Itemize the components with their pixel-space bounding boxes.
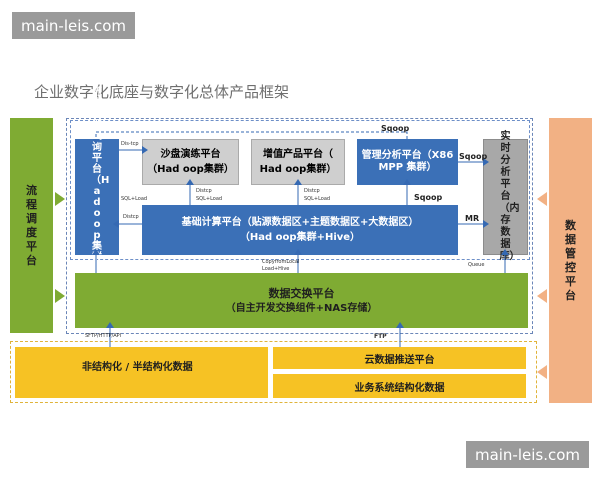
data-exchange-platform: 数据交换平台 （自主开发交换组件+NAS存储） (75, 273, 528, 328)
label-sftp: SFTP/HTTP/API (85, 333, 122, 339)
data-exchange-label: 数据交换平台 (268, 286, 335, 300)
label-load-hive: Load+Hive (262, 266, 290, 272)
business-structured-label: 业务系统结构化数据 (354, 382, 445, 394)
sandbox-label: 沙盘演练平台（Had oop集群） (147, 149, 234, 175)
unstructured-label: 非结构化 / 半结构化数据 (82, 362, 193, 373)
label-distcp-hist-top: Dis-tcp (121, 141, 139, 147)
right-panel-data-governance: 数据管控平台 (549, 118, 592, 403)
label-distcp-1: Distcp (196, 188, 212, 194)
label-ftp: FTP (374, 333, 387, 340)
value-add-platform: 增值产品平台（ Had oop集群） (251, 139, 345, 185)
left-panel-process-scheduling: 流程调度平台 (10, 118, 53, 333)
label-sql-load-hist: SQL+Load (121, 196, 148, 202)
label-sqoop-top: Sqoop (381, 124, 410, 133)
left-panel-label: 流程调度平台 (26, 183, 37, 267)
base-compute-sublabel: （Had oop集群+Hive） (239, 232, 361, 243)
watermark-bottom: main-leis.com (466, 441, 589, 468)
data-exchange-sublabel: （自主开发交换组件+NAS存储） (225, 302, 378, 314)
label-sqoop-mid: Sqoop (414, 193, 443, 202)
label-sqoop-right: Sqoop (459, 152, 488, 161)
base-compute-platform: 基础计算平台（贴源数据区+主题数据区+大数据区） （Had oop集群+Hive… (142, 205, 458, 255)
arrow-right-panel-bottom (537, 365, 547, 379)
sandbox-platform: 沙盘演练平台（Had oop集群） (142, 139, 239, 185)
page-title: 企业数字化底座与数字化总体产品框架 (34, 83, 290, 101)
management-analysis-platform: 管理分析平台（X86 MPP 集群） (357, 139, 458, 185)
business-structured-data: 业务系统结构化数据 (273, 374, 526, 398)
arrow-right-panel-lower (537, 289, 547, 303)
base-compute-label: 基础计算平台（贴源数据区+主题数据区+大数据区） (181, 217, 419, 228)
realtime-analysis-label: 实时分析平台（内存数据库） (499, 131, 520, 262)
history-archive-platform: 历史归档查询平台（Hadoop集群+Hive） (75, 87, 119, 307)
label-queue: Queue (468, 262, 485, 268)
watermark-top: main-leis.com (12, 12, 135, 39)
label-sql-load-1: SQL+Load (196, 196, 223, 202)
realtime-analysis-platform: 实时分析平台（内存数据库） (483, 131, 528, 262)
unstructured-data-source: 非结构化 / 半结构化数据 (15, 347, 268, 398)
cloud-push-platform: 云数据推送平台 (273, 347, 526, 369)
management-analysis-label: 管理分析平台（X86 MPP 集群） (361, 150, 454, 173)
arrow-left-panel-upper (55, 192, 65, 206)
label-distcp-2: Distcp (304, 188, 320, 194)
value-add-label: 增值产品平台（ Had oop集群） (259, 149, 337, 175)
label-mr: MR (465, 214, 480, 223)
arrow-left-panel-lower (55, 289, 65, 303)
right-panel-label: 数据管控平台 (565, 218, 576, 302)
label-copy-load: CopyfromLocal (262, 259, 300, 265)
cloud-push-label: 云数据推送平台 (364, 354, 435, 366)
label-distcp-hist-side: Distcp (123, 214, 139, 220)
arrow-right-panel-upper (537, 192, 547, 206)
bottom-frame (10, 341, 537, 403)
platform-frame (66, 118, 533, 334)
label-sql-load-2: SQL+Load (304, 196, 331, 202)
upper-frame (70, 120, 530, 260)
